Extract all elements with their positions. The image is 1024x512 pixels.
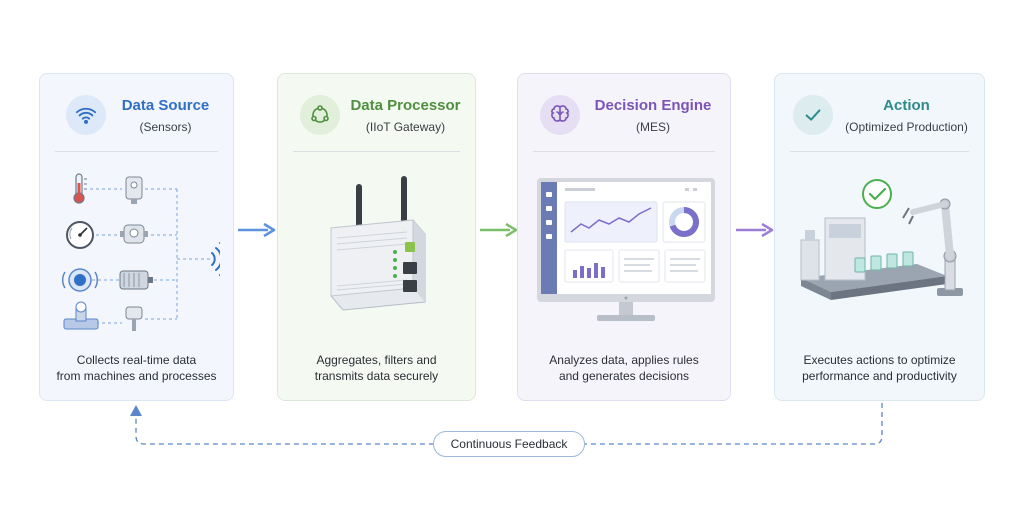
action-description: Executes actions to optimize performance… bbox=[781, 352, 978, 384]
data-source-subtitle: (Sensors) bbox=[139, 120, 192, 134]
data-processor-header: Data Processor (IIoT Gateway) bbox=[278, 90, 475, 150]
decision-engine-description: Analyzes data, applies rules and generat… bbox=[524, 352, 724, 384]
flow-arrow-3 bbox=[736, 222, 774, 238]
data-source-divider bbox=[55, 151, 218, 152]
checkmark-icon bbox=[793, 95, 833, 135]
decision-engine-subtitle: (MES) bbox=[636, 120, 670, 134]
data-source-header: Data Source (Sensors) bbox=[40, 90, 233, 150]
brain-icon bbox=[540, 95, 580, 135]
data-processor-description: Aggregates, filters and transmits data s… bbox=[284, 352, 469, 384]
decision-engine-desc-line1: Analyzes data, applies rules bbox=[549, 353, 699, 367]
data-source-description: Collects real-time data from machines an… bbox=[46, 352, 227, 384]
pressure-transmitter-icon bbox=[120, 224, 148, 244]
production-line-illustration bbox=[800, 179, 963, 300]
data-processor-divider bbox=[293, 151, 460, 152]
action-desc-line2: performance and productivity bbox=[802, 369, 957, 383]
action-divider bbox=[790, 151, 969, 152]
flow-arrow-2 bbox=[480, 222, 518, 238]
robot-arm-icon bbox=[902, 198, 963, 296]
action-subtitle: (Optimized Production) bbox=[845, 120, 968, 134]
wireless-signal-icon bbox=[211, 242, 220, 276]
success-check-icon bbox=[862, 179, 892, 209]
proximity-sensor-icon bbox=[61, 268, 99, 292]
transmitter-icon bbox=[125, 176, 143, 204]
data-source-desc-line1: Collects real-time data bbox=[76, 353, 197, 367]
action-desc-line1: Executes actions to optimize bbox=[803, 353, 956, 367]
action-card: Action (Optimized Production) bbox=[774, 73, 985, 401]
decision-engine-divider bbox=[533, 151, 715, 152]
sensor-array-illustration bbox=[61, 173, 220, 331]
data-processor-title: Data Processor bbox=[350, 97, 461, 114]
wifi-icon bbox=[66, 95, 106, 135]
decision-engine-header: Decision Engine (MES) bbox=[518, 90, 730, 150]
network-nodes-icon bbox=[300, 95, 340, 135]
action-title: Action bbox=[883, 97, 930, 114]
thermometer-icon bbox=[73, 173, 87, 204]
decision-engine-desc-line2: and generates decisions bbox=[558, 369, 690, 383]
pressure-gauge-icon bbox=[66, 221, 94, 249]
action-header: Action (Optimized Production) bbox=[775, 90, 984, 150]
probe-sensor-icon bbox=[125, 306, 143, 331]
data-processor-desc-line1: Aggregates, filters and bbox=[316, 353, 437, 367]
motor-icon bbox=[119, 270, 153, 290]
data-source-title: Data Source bbox=[121, 97, 210, 114]
data-source-desc-line2: from machines and processes bbox=[56, 369, 217, 383]
continuous-feedback-label: Continuous Feedback bbox=[433, 431, 585, 457]
mes-monitor-illustration bbox=[537, 178, 715, 321]
data-source-card: Data Source (Sensors) bbox=[39, 73, 234, 401]
decision-engine-card: Decision Engine (MES) Analyzes data, app… bbox=[517, 73, 731, 401]
iiot-gateway-illustration bbox=[330, 176, 426, 311]
data-processor-card: Data Processor (IIoT Gateway) Aggregates… bbox=[277, 73, 476, 401]
data-processor-desc-line2: transmits data securely bbox=[314, 369, 439, 383]
feedback-arrowhead bbox=[130, 405, 142, 416]
flow-meter-icon bbox=[63, 301, 99, 330]
flow-arrow-1 bbox=[238, 222, 276, 238]
decision-engine-title: Decision Engine bbox=[594, 97, 712, 114]
data-processor-subtitle: (IIoT Gateway) bbox=[365, 120, 446, 134]
